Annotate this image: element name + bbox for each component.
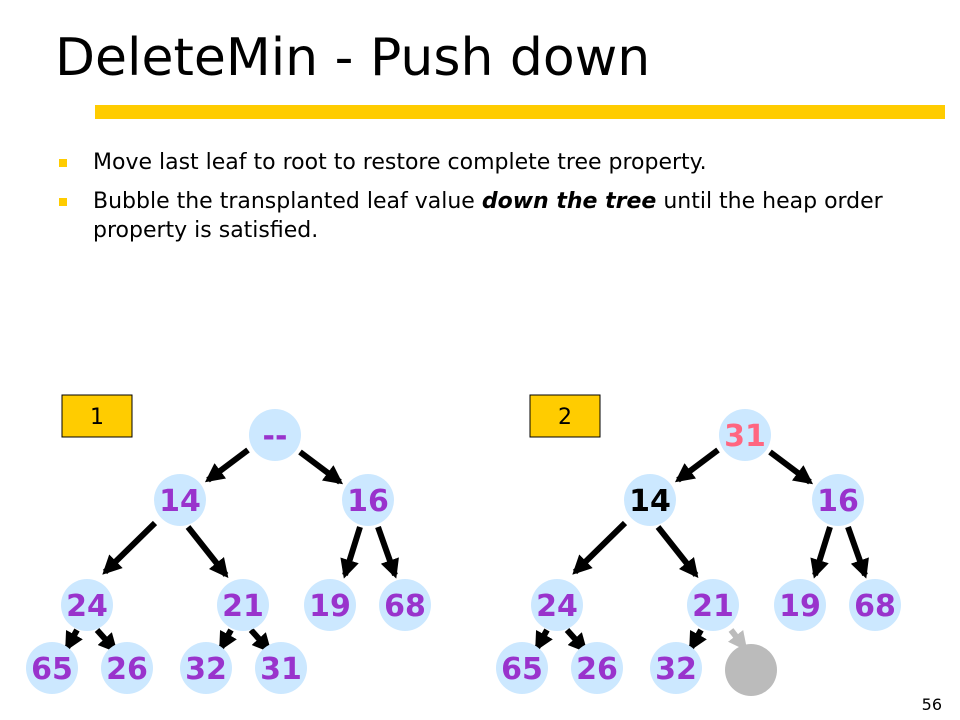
tree-edge: [845, 525, 869, 579]
node-value: 21: [222, 589, 264, 624]
tree-edge: [655, 525, 699, 579]
heap-node: [531, 579, 583, 631]
bullet-text-emphasis: down the tree: [481, 189, 657, 214]
bullet-square-icon: [59, 198, 67, 206]
node-value: 65: [31, 652, 73, 687]
tree-edge: [572, 520, 628, 575]
bullet-list: Move last leaf to root to restore comple…: [55, 148, 935, 255]
tree-edge: [688, 628, 707, 652]
heap-node: [304, 579, 356, 631]
node-value: --: [263, 419, 288, 454]
heap-node: [101, 642, 153, 694]
tree-edge: [375, 525, 399, 579]
tree-edge: [534, 628, 553, 652]
heap-node: [255, 642, 307, 694]
step-label-text: 2: [558, 405, 572, 430]
heap-node: [26, 642, 78, 694]
heap-node: [687, 579, 739, 631]
heap-tree-step-2: 2 31 14 16 24 21 19: [496, 394, 901, 696]
empty-slot-node: [725, 644, 777, 696]
node-value: 26: [106, 652, 148, 687]
empty-edge: [727, 628, 748, 652]
heap-node: [180, 642, 232, 694]
heap-node: [650, 642, 702, 694]
bullet-item: Bubble the transplanted leaf value down …: [55, 187, 935, 245]
title-underline-bar: [95, 105, 945, 119]
page-number: 56: [921, 695, 942, 714]
heap-tree-step-1: 1 -- 14 16 24 21 19: [26, 394, 431, 694]
slide-title: DeleteMin - Push down: [55, 28, 651, 88]
node-value: 24: [536, 589, 578, 624]
tree-edge: [768, 449, 814, 485]
bullet-square-icon: [59, 159, 67, 167]
node-value: 16: [817, 484, 859, 519]
bullet-item: Move last leaf to root to restore comple…: [55, 148, 935, 177]
step-label-box: [529, 394, 601, 438]
tree-edges: [534, 447, 869, 653]
heap-node: [812, 474, 864, 526]
tree-edge: [102, 520, 158, 575]
tree-edge: [94, 627, 118, 653]
heap-node: [379, 579, 431, 631]
node-value: 68: [854, 589, 896, 624]
heap-node: [496, 642, 548, 694]
step-label-box: [61, 394, 133, 438]
tree-edge: [218, 628, 237, 652]
tree-edge: [64, 628, 83, 652]
step-label-text: 1: [90, 405, 104, 430]
heap-node: [154, 474, 206, 526]
tree-edge: [298, 449, 344, 485]
heap-node: [342, 474, 394, 526]
tree-edge: [185, 525, 229, 579]
tree-edges: [64, 447, 399, 653]
node-value: 24: [66, 589, 108, 624]
heap-node: [624, 474, 676, 526]
node-value: 16: [347, 484, 389, 519]
node-value: 31: [260, 652, 302, 687]
node-value: 68: [384, 589, 426, 624]
node-value: 65: [501, 652, 543, 687]
tree-edge: [204, 447, 250, 483]
heap-node: [571, 642, 623, 694]
tree-edge: [564, 627, 588, 653]
heap-node: [61, 579, 113, 631]
heap-node: [849, 579, 901, 631]
node-value: 32: [185, 652, 227, 687]
node-value: 14: [629, 484, 671, 519]
node-value: 19: [309, 589, 351, 624]
tree-edge: [248, 627, 272, 653]
bullet-text: Move last leaf to root to restore comple…: [93, 150, 707, 175]
tree-edge: [810, 526, 833, 579]
node-value: 32: [655, 652, 697, 687]
node-value: 21: [692, 589, 734, 624]
heap-node: [774, 579, 826, 631]
node-value: 19: [779, 589, 821, 624]
heap-node: [719, 409, 771, 461]
node-value: 26: [576, 652, 618, 687]
node-value: 31: [724, 419, 766, 454]
tree-edge: [674, 447, 720, 483]
node-value: 14: [159, 484, 201, 519]
bullet-text-post: until the heap order property is satisfi…: [93, 189, 883, 243]
heap-node: [249, 409, 301, 461]
bullet-text-pre: Bubble the transplanted leaf value: [93, 189, 482, 214]
tree-edge: [340, 526, 363, 579]
heap-node: [217, 579, 269, 631]
